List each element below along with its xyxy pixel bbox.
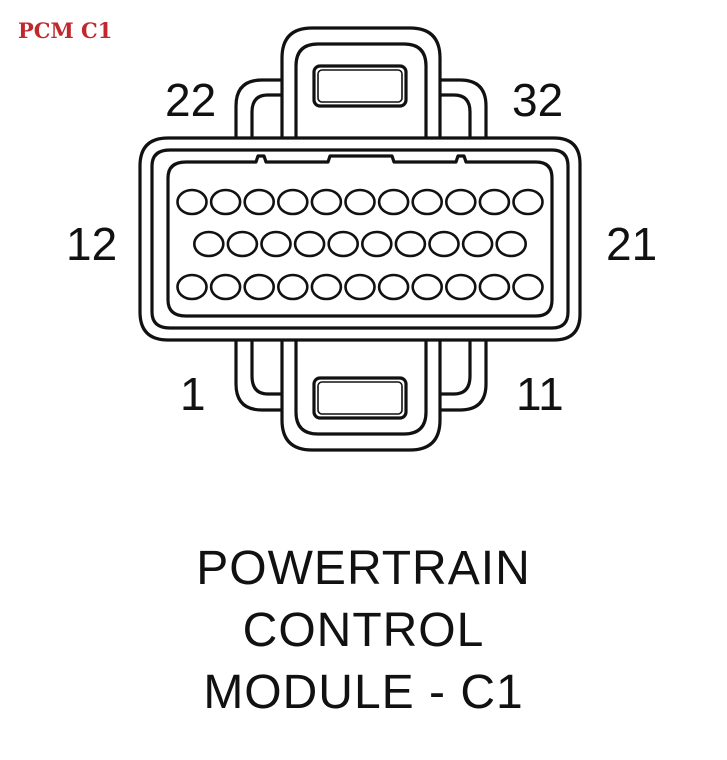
pin-cavity xyxy=(226,230,259,258)
caption-line-2: CONTROL xyxy=(242,604,485,657)
pin-cavity xyxy=(327,230,360,258)
pin-cavity xyxy=(209,273,242,301)
bottom-latch xyxy=(280,338,442,452)
pin-cavity xyxy=(377,273,410,301)
pin-cavity xyxy=(209,188,242,216)
connector-diagram: 22 32 12 21 1 11 xyxy=(66,26,657,452)
pin-cavity xyxy=(344,273,376,301)
pin-label-left: 12 xyxy=(66,218,117,270)
pin-cavity xyxy=(394,230,427,258)
top-right-ear xyxy=(440,78,488,140)
top-left-ear xyxy=(234,78,282,140)
pin-cavity xyxy=(377,188,410,216)
pin-cavity xyxy=(310,273,343,301)
pin-cavity xyxy=(495,230,528,258)
top-latch xyxy=(280,26,442,140)
pin-cavity xyxy=(512,273,544,301)
pin-cavity xyxy=(193,230,225,258)
pin-cavity xyxy=(293,230,326,258)
pin-cavity xyxy=(276,188,309,216)
pin-cavity xyxy=(512,188,544,216)
connector-title-label: PCM C1 xyxy=(18,18,113,43)
pin-cavity xyxy=(243,188,276,216)
pin-cavity xyxy=(243,273,276,301)
pin-label-top-left: 22 xyxy=(165,74,216,126)
caption-line-3: MODULE - C1 xyxy=(203,666,524,719)
pin-cavity xyxy=(478,188,511,216)
pin-cavity xyxy=(276,273,309,301)
pin-cavity xyxy=(310,188,343,216)
pin-cavity xyxy=(411,188,444,216)
pin-cavity xyxy=(478,273,511,301)
pin-label-right: 21 xyxy=(606,218,657,270)
pin-label-bottom-left: 1 xyxy=(180,368,206,420)
bottom-left-ear xyxy=(234,338,282,412)
pin-cavity xyxy=(444,273,477,301)
pin-cavity xyxy=(344,188,376,216)
bottom-right-ear xyxy=(440,338,488,412)
pin-cavity xyxy=(176,273,208,301)
connector-housing xyxy=(138,136,582,342)
pin-array xyxy=(176,188,544,301)
connector-caption: POWERTRAIN CONTROL MODULE - C1 xyxy=(0,538,727,724)
pin-cavity xyxy=(444,188,477,216)
pin-label-bottom-right: 11 xyxy=(516,368,564,420)
pin-cavity xyxy=(411,273,444,301)
pin-label-top-right: 32 xyxy=(512,74,563,126)
pin-cavity xyxy=(461,230,494,258)
pin-cavity xyxy=(176,188,208,216)
pin-cavity xyxy=(428,230,460,258)
pin-cavity xyxy=(360,230,393,258)
pin-cavity xyxy=(260,230,292,258)
caption-line-1: POWERTRAIN xyxy=(196,542,531,595)
